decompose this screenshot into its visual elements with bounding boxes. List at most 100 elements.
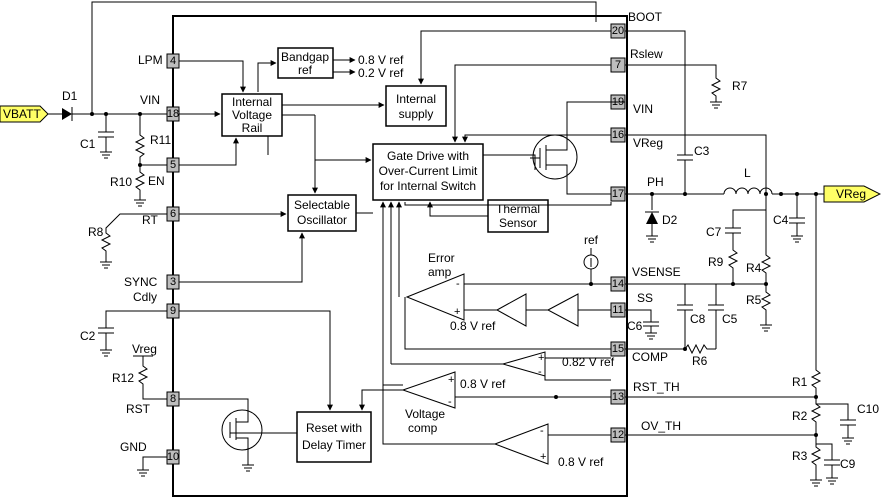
svg-text:Thermal: Thermal [496,202,540,216]
diode-d2 [645,211,659,224]
r9-label: R9 [708,255,724,269]
r6-label: R6 [692,354,708,368]
lpm-label: LPM [138,53,163,67]
svg-text:supply: supply [399,107,434,121]
svg-text:-: - [540,425,544,437]
vreg-pullup-label: Vreg [132,342,157,356]
svg-text:17: 17 [612,188,624,200]
rst-th-label: RST_TH [633,380,680,394]
svg-text:Over-Current Limit: Over-Current Limit [379,164,478,178]
pin-13: 13 [610,389,626,405]
svg-text:Bandgap: Bandgap [281,50,329,64]
vreg-pin-label: VReg [633,136,663,150]
ph-label: PH [647,175,664,189]
en-label: EN [148,174,165,188]
svg-text:7: 7 [615,59,621,71]
inductor-l [723,187,773,195]
buffer-2 [546,293,579,327]
diode-d1 [62,107,73,121]
svg-text:+: + [448,374,454,386]
gnd-label: GND [120,440,147,454]
c5-label: C5 [722,312,738,326]
oscillator-block [287,194,357,232]
voltage-comp-label-2: comp [408,421,438,435]
ov-th-label: OV_TH [641,419,681,433]
err-08-ref: 0.8 V ref [450,319,496,333]
ic-outline [172,15,628,497]
svg-text:Sensor: Sensor [499,216,537,230]
svg-text:Gate Drive with: Gate Drive with [387,149,469,163]
voltage-comp-label: Voltage [405,407,445,421]
pin-3: 3 [166,274,180,290]
comp-082-ref: 0.82 V ref [562,355,615,369]
svg-text:Voltage: Voltage [232,108,272,122]
svg-text:Selectable: Selectable [294,198,350,212]
vbatt-label: VBATT [3,107,41,121]
error-amp [405,273,465,321]
svg-text:12: 12 [612,429,624,441]
pin-12: 12 [610,427,626,443]
svg-text:10: 10 [167,451,179,463]
sync-label: SYNC [124,275,158,289]
rst-label: RST [126,402,151,416]
r7-label: R7 [732,79,748,93]
r3-label: R3 [792,449,808,463]
svg-text:Internal: Internal [232,95,272,109]
vsense-label: VSENSE [632,265,681,279]
ss-label: SS [637,291,653,305]
svg-text:6: 6 [170,208,176,220]
pin-18: 18 [166,106,180,122]
comp-amp [501,351,546,377]
gate-drive-block [372,143,484,201]
svg-text:Rail: Rail [242,121,263,135]
svg-text:+: + [454,306,460,318]
ov-08-ref: 0.8 V ref [558,455,604,469]
boot-label: BOOT [628,10,663,24]
d2-label: D2 [662,213,678,227]
pin-20: 20 [610,23,626,39]
svg-text:8: 8 [170,393,176,405]
vbatt-flag [0,105,49,123]
svg-text:for Internal Switch: for Internal Switch [380,179,476,193]
r2-label: R2 [792,409,808,423]
svg-text:+: + [538,352,544,364]
bg-02-ref: 0.2 V ref [358,66,404,80]
svg-text:ref: ref [298,63,313,77]
svg-text:9: 9 [170,305,176,317]
r4-label: R4 [746,261,762,275]
c7-label: C7 [706,225,722,239]
l-label: L [744,166,751,180]
rt-label: RT [142,213,158,227]
svg-text:15: 15 [612,343,624,355]
r11-label: R11 [150,133,171,147]
vreg-out-label: VReg [836,187,866,201]
svg-text:-: - [538,366,542,378]
pin-17: 17 [610,186,626,202]
bandgap-block [277,47,334,79]
pin-16: 16 [610,127,626,143]
voltage-comp [401,371,456,409]
pin-11: 11 [610,302,626,318]
c2-label: C2 [80,329,96,343]
vin-right-label: VIN [633,102,653,116]
reset-timer-block [296,411,372,463]
internal-rail-block [221,93,283,137]
ref-label: ref [584,233,599,247]
svg-text:4: 4 [170,55,176,67]
r5-label: R5 [746,293,762,307]
pin-7: 7 [610,57,626,73]
d1-label: D1 [62,89,78,103]
buffer-1 [495,293,527,327]
comp-label: COMP [632,350,668,364]
c10-label: C10 [857,402,879,416]
vin-left-label: VIN [140,93,160,107]
pin-4: 4 [166,53,180,69]
svg-text:11: 11 [612,304,623,316]
r8-label: R8 [88,225,104,239]
cdly-label: Cdly [133,290,157,304]
svg-text:18: 18 [167,108,179,120]
svg-text:Delay Timer: Delay Timer [302,438,366,452]
r1-label: R1 [792,375,808,389]
high-side-mosfet [530,101,611,195]
reset-mosfet [179,398,263,472]
